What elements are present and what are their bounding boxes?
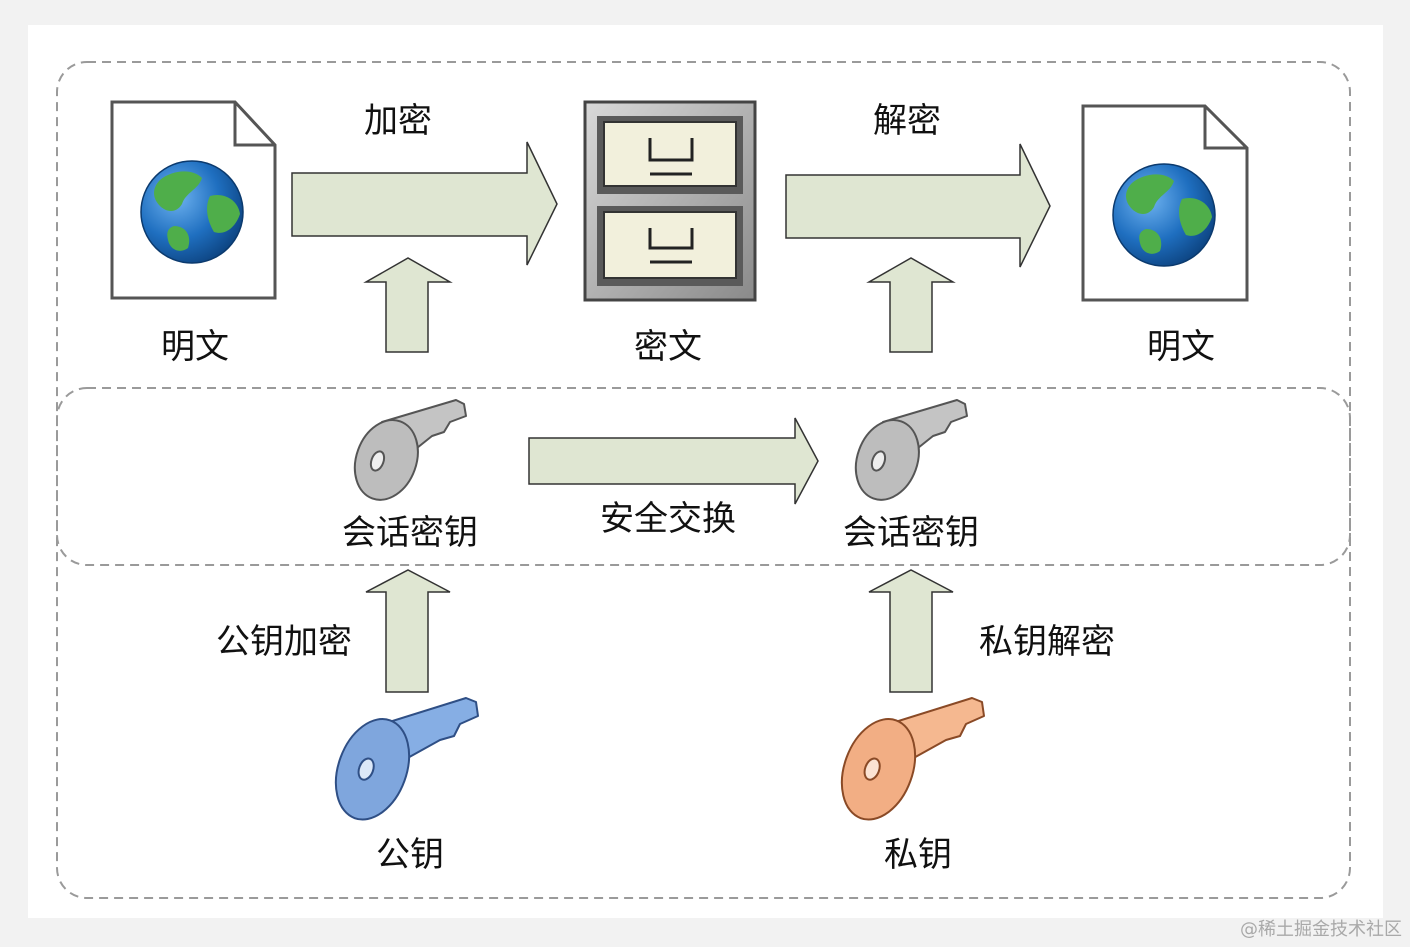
decrypt-arrow [785, 143, 1051, 268]
encrypt-label: 加密 [364, 101, 432, 141]
decrypt-label: 解密 [873, 101, 941, 141]
secure-exchange-label: 安全交换 [600, 499, 736, 539]
session-key-band [56, 387, 1351, 566]
globe-icon [140, 160, 244, 264]
ciphertext-label: 密文 [634, 327, 702, 367]
ciphertext-cabinet-icon [583, 100, 757, 302]
private-key-label: 私钥 [884, 835, 952, 875]
private-key-icon [840, 697, 985, 821]
up-arrow-right-top [866, 257, 956, 353]
plaintext-document-icon [110, 100, 277, 300]
up-arrow-right-bottom [868, 569, 954, 693]
public-key-encrypt-label: 公钥加密 [216, 622, 352, 662]
encrypt-arrow [291, 141, 558, 266]
plaintext-document-icon-right [1081, 104, 1249, 302]
up-arrow-left-bottom [365, 569, 451, 693]
public-key-label: 公钥 [376, 835, 444, 875]
private-key-decrypt-label: 私钥解密 [979, 622, 1115, 662]
session-key-label-right: 会话密钥 [843, 513, 979, 553]
plaintext-label-right: 明文 [1147, 327, 1215, 367]
globe-icon [1112, 163, 1216, 267]
watermark: @稀土掘金技术社区 [1240, 919, 1402, 940]
session-key-label-left: 会话密钥 [342, 513, 478, 553]
secure-exchange-arrow [528, 417, 819, 505]
session-key-icon-right [854, 399, 968, 501]
public-key-icon [334, 697, 479, 821]
session-key-icon-left [353, 399, 467, 501]
plaintext-label-left: 明文 [161, 327, 229, 367]
up-arrow-left-top [363, 257, 453, 353]
